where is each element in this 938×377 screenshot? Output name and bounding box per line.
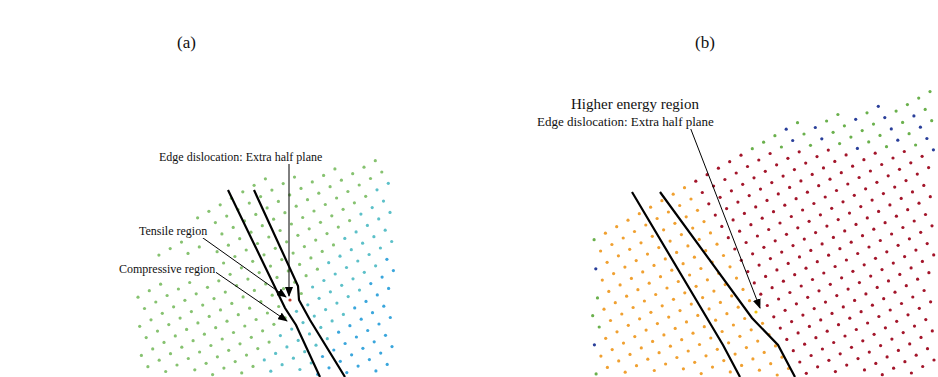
callout-label: Higher energy region — [570, 96, 700, 113]
callout-label: Edge dislocation: Extra half plane — [536, 114, 715, 129]
callout-label: Edge dislocation: Extra half plane — [158, 150, 323, 164]
callout-label: Compressive region — [118, 262, 216, 276]
lattice-planes — [228, 190, 795, 377]
atom-dots — [136, 90, 935, 377]
panel-label: (a) — [176, 33, 197, 53]
panel-label: (b) — [694, 33, 716, 53]
callout-label: Tensile region — [138, 224, 208, 238]
